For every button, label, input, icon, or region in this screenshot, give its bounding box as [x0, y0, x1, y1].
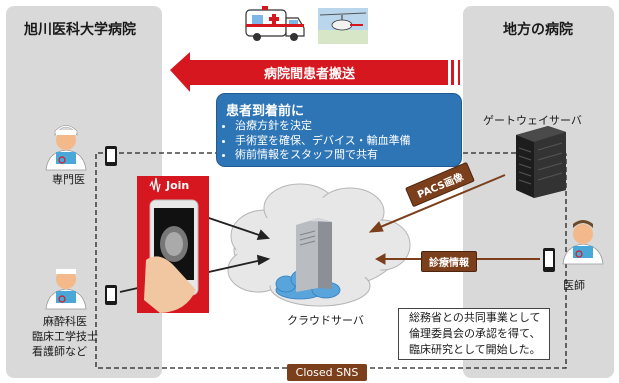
- callout-item: 手術室を確保、デバイス・輸血準備: [235, 134, 411, 149]
- regional-doctor-icon: [562, 220, 604, 265]
- research-note: 総務省との共同事業として 倫理委員会の承認を得て、 臨床研究として開始した。: [398, 308, 550, 360]
- note-line: 倫理委員会の承認を得て、: [409, 327, 541, 340]
- ambulance-icon: [245, 6, 305, 41]
- cloud-server-icon: [296, 218, 332, 292]
- pacs-arrow: [368, 174, 506, 233]
- callout-item: 治療方針を決定: [235, 119, 411, 134]
- callout-item: 術前情報をスタッフ間で共有: [235, 148, 411, 163]
- staff-label-3: 看護師など: [32, 345, 87, 358]
- transfer-arrow: [170, 52, 460, 92]
- note-line: 総務省との共同事業として: [409, 311, 541, 324]
- staff-label-2: 臨床工学技士: [32, 330, 98, 343]
- university-hospital-title: 旭川医科大学病院: [24, 22, 136, 38]
- note-line: 臨床研究として開始した。: [409, 343, 541, 356]
- university-hospital-panel: [6, 6, 162, 378]
- specialist-doctor-icon: [45, 125, 87, 171]
- cloud-server-label: クラウドサーバ: [287, 314, 364, 327]
- callout-heading: 患者到着前に: [226, 104, 305, 119]
- phone-icon: [105, 146, 117, 166]
- transfer-label: 病院間患者搬送: [264, 67, 356, 82]
- helicopter-icon: [318, 8, 368, 44]
- join-app-photo: [137, 176, 209, 313]
- clinical-info-tag: 診療情報: [421, 251, 477, 272]
- phone-icon: [105, 285, 117, 305]
- regional-hospital-title: 地方の病院: [503, 22, 573, 38]
- gateway-label: ゲートウェイサーバ: [483, 114, 582, 127]
- phone-icon: [543, 248, 555, 272]
- closed-sns-tag: Closed SNS: [287, 364, 367, 381]
- anesthesiologist-icon: [45, 269, 87, 310]
- staff-label-1: 麻酔科医: [43, 315, 87, 328]
- pre-arrival-callout: 患者到着前に 治療方針を決定 手術室を確保、デバイス・輸血準備 術前情報をスタッ…: [216, 93, 462, 167]
- doctor-label: 医師: [563, 279, 585, 292]
- gateway-server-icon: [516, 126, 566, 198]
- join-app-label: Join: [166, 179, 190, 192]
- specialist-label: 専門医: [52, 173, 85, 186]
- callout-list: 治療方針を決定 手術室を確保、デバイス・輸血準備 術前情報をスタッフ間で共有: [221, 119, 411, 163]
